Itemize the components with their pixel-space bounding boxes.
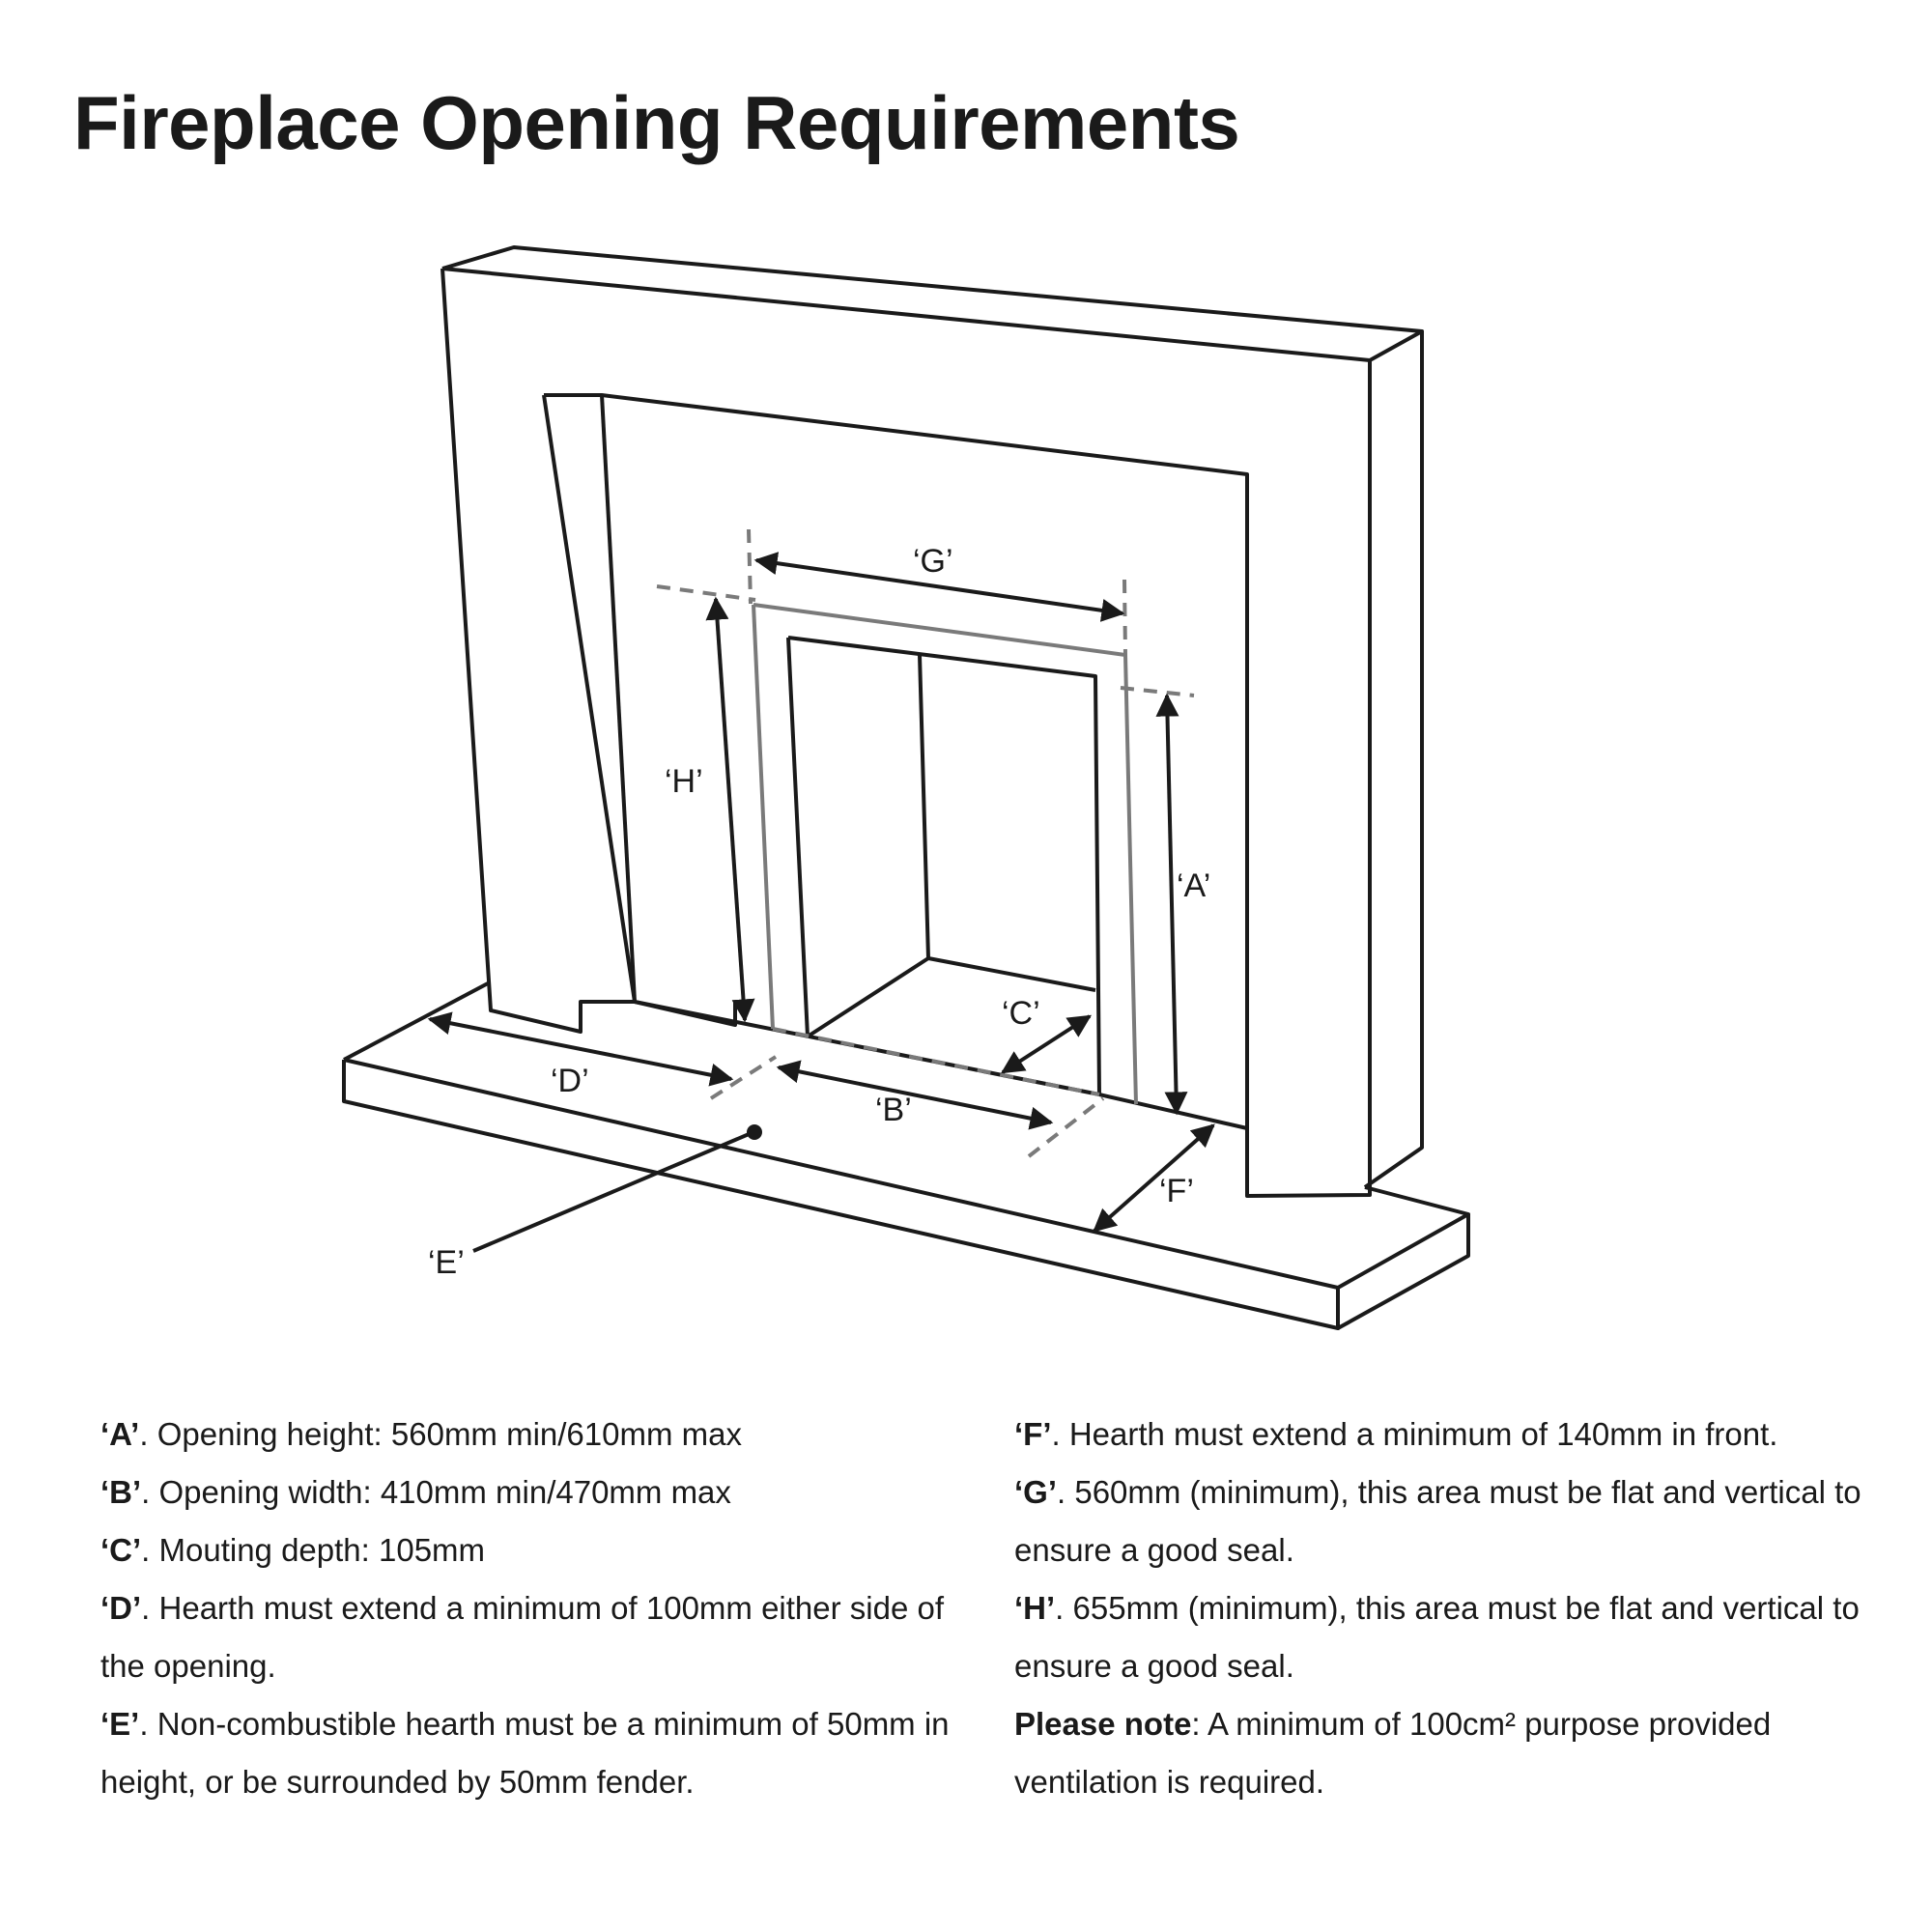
page-title: Fireplace Opening Requirements (73, 80, 1240, 165)
note-h: ‘H’. 655mm (minimum), this area must be … (1014, 1590, 1860, 1684)
note-g: ‘G’. 560mm (minimum), this area must be … (1014, 1474, 1861, 1568)
note-f: ‘F’. Hearth must extend a minimum of 140… (1014, 1416, 1778, 1452)
label-g: ‘G’ (913, 543, 953, 580)
arrow-f (1093, 1123, 1215, 1233)
notes-right: ‘F’. Hearth must extend a minimum of 140… (1014, 1406, 1884, 1811)
arrow-c (1000, 1014, 1093, 1074)
notes-left: ‘A’. Opening height: 560mm min/610mm max… (100, 1406, 951, 1811)
note-d: ‘D’. Hearth must extend a minimum of 100… (100, 1590, 945, 1684)
label-f: ‘F’ (1159, 1173, 1194, 1209)
e-leader (472, 1124, 762, 1253)
dimension-arrows (427, 552, 1215, 1233)
note-e: ‘E’. Non-combustible hearth must be a mi… (100, 1706, 950, 1800)
label-d: ‘D’ (551, 1063, 589, 1099)
label-c: ‘C’ (1002, 995, 1040, 1032)
arrow-g (753, 552, 1125, 622)
note-b: ‘B’. Opening width: 410mm min/470mm max (100, 1474, 731, 1510)
arrow-a (1155, 693, 1188, 1116)
arrow-b (776, 1060, 1054, 1130)
label-a: ‘A’ (1177, 867, 1210, 904)
hearth (342, 981, 1470, 1330)
arrow-d (427, 1011, 734, 1087)
arrow-h (705, 596, 755, 1023)
label-b: ‘B’ (875, 1092, 912, 1128)
label-h: ‘H’ (665, 763, 703, 800)
note-a: ‘A’. Opening height: 560mm min/610mm max (100, 1416, 742, 1452)
note-ventilation: Please note: A minimum of 100cm² purpose… (1014, 1706, 1772, 1800)
fireplace-surround (440, 245, 1424, 1198)
e-pointer-dot (747, 1124, 762, 1140)
label-e: ‘E’ (428, 1244, 465, 1281)
seal-area (752, 603, 1138, 1105)
firebox (786, 636, 1101, 1095)
note-c: ‘C’. Mouting depth: 105mm (100, 1532, 486, 1568)
